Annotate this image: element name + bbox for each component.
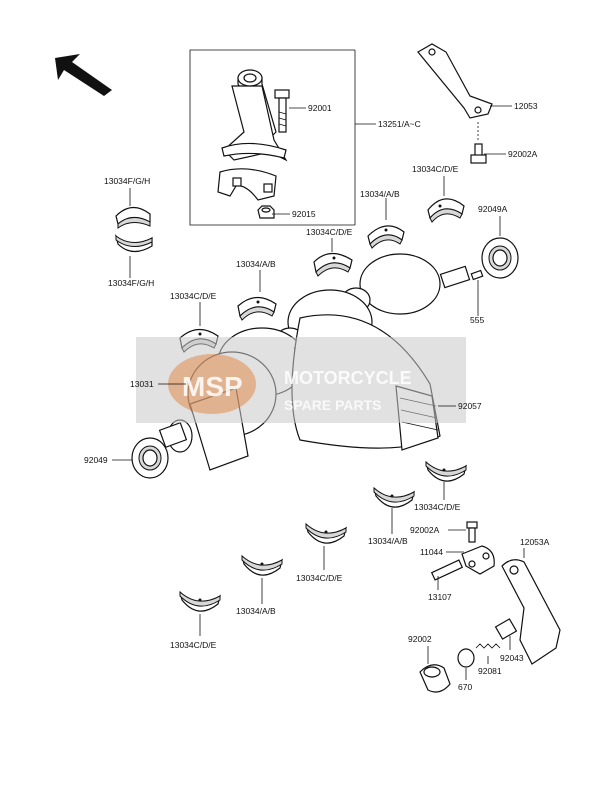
o-ring-670 (457, 648, 475, 668)
label-92015: 92015 (292, 209, 316, 219)
bearing-shell-13034AB-1 (367, 225, 405, 249)
watermark: MSP MOTORCYCLE SPARE PARTS (136, 337, 466, 423)
watermark-logo: MSP (182, 371, 243, 402)
bearing-shell-13034CDE-top-right (427, 198, 465, 223)
label-92002A-middle: 92002A (410, 525, 440, 535)
label-13031: 13031 (130, 379, 154, 389)
bearing-shell-13034FGH-lower (114, 234, 153, 253)
label-92043: 92043 (500, 653, 524, 663)
label-13034AB-4: 13034/A/B (236, 606, 276, 616)
plug-92002 (419, 664, 451, 693)
label-13034CDE-4: 13034C/D/E (414, 502, 461, 512)
bearing-shell-13034CDE-4 (425, 460, 467, 482)
label-13034CDE-6: 13034C/D/E (170, 640, 217, 650)
label-11044: 11044 (420, 547, 443, 557)
label-555: 555 (470, 315, 484, 325)
front-direction-arrow-icon (55, 54, 112, 96)
pin-555 (470, 269, 484, 281)
plunger-92043 (494, 618, 518, 640)
bearing-shell-13034FGH-upper (115, 206, 151, 229)
oil-seal-92049 (131, 437, 169, 479)
label-13107: 13107 (428, 592, 452, 602)
label-92002A-top: 92002A (508, 149, 538, 159)
bearing-shell-13034CDE-5 (305, 522, 347, 544)
label-13034CDE-2: 13034C/D/E (306, 227, 353, 237)
bearing-shell-13034CDE-6 (179, 590, 221, 612)
part-labels: 92001 13251/A~C 12053 92002A 13034C/D/E … (84, 101, 550, 692)
pin-13107 (430, 559, 464, 581)
bearing-shell-13034AB-4 (241, 554, 283, 576)
label-13034CDE-5: 13034C/D/E (296, 573, 343, 583)
leader-lines (112, 105, 525, 680)
bracket-12053A (501, 559, 561, 665)
label-92049A: 92049A (478, 204, 508, 214)
rod-nut-92015 (257, 205, 275, 219)
watermark-line2: SPARE PARTS (284, 397, 382, 413)
label-13034AB-2: 13034/A/B (236, 259, 276, 269)
label-13034FGH-top: 13034F/G/H (104, 176, 150, 186)
label-13034FGH-bottom: 13034F/G/H (108, 278, 154, 288)
label-670: 670 (458, 682, 472, 692)
connecting-rod-assembly-box (189, 49, 356, 226)
label-13034CDE-3: 13034C/D/E (170, 291, 217, 301)
spring-92081 (475, 643, 501, 649)
bolt-92002A-middle (466, 521, 478, 543)
label-92081: 92081 (478, 666, 502, 676)
bearing-shell-13034CDE-2 (313, 252, 353, 277)
label-13251: 13251/A~C (378, 119, 421, 129)
rod-bolt-92001 (274, 89, 290, 133)
label-13034AB-1: 13034/A/B (360, 189, 400, 199)
bearing-shell-13034AB-2 (237, 296, 277, 321)
watermark-line1: MOTORCYCLE (284, 368, 412, 388)
bearing-shell-13034AB-3 (373, 486, 415, 508)
label-92001: 92001 (308, 103, 332, 113)
label-13034CDE-1: 13034C/D/E (412, 164, 459, 174)
label-13034AB-3: 13034/A/B (368, 536, 408, 546)
bracket-12053 (417, 43, 493, 119)
label-92057: 92057 (458, 401, 482, 411)
label-92049: 92049 (84, 455, 108, 465)
label-92002: 92002 (408, 634, 432, 644)
label-12053: 12053 (514, 101, 538, 111)
connecting-rod (217, 69, 288, 201)
bolt-92002A-top (470, 122, 487, 164)
label-12053A: 12053A (520, 537, 550, 547)
tensioner-11044 (461, 545, 495, 575)
oil-seal-92049A (481, 237, 519, 279)
